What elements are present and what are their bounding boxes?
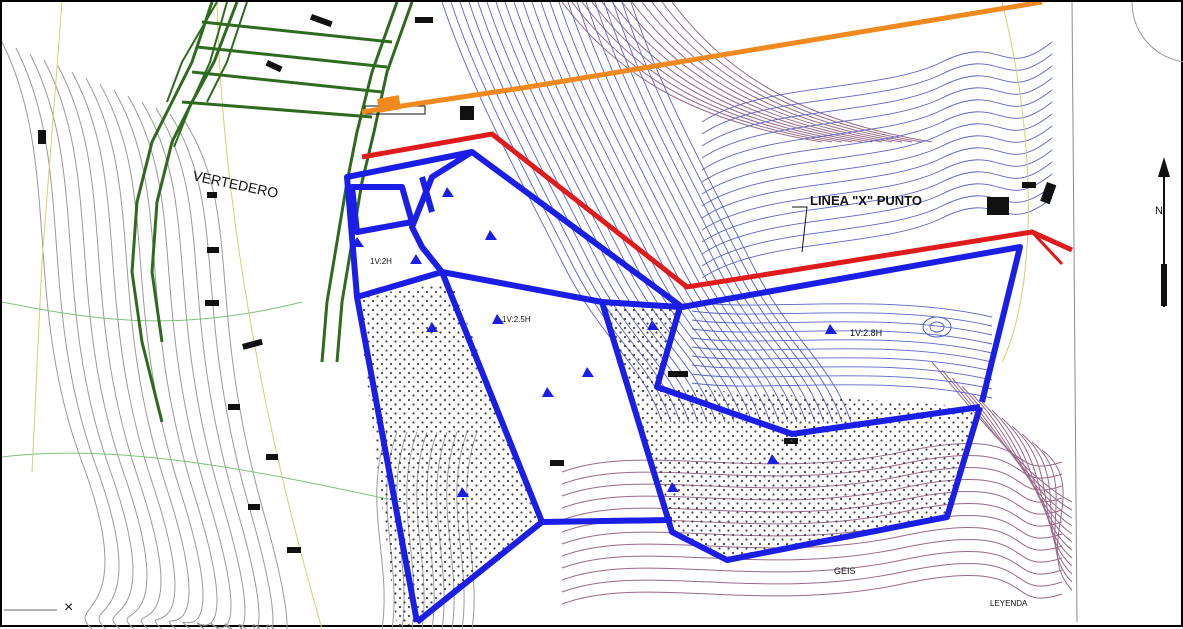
- contour-line: [99, 83, 204, 629]
- contour-line: [1001, 417, 1073, 559]
- contour-line: [1041, 449, 1073, 591]
- bottom-label: GEIS: [834, 566, 856, 576]
- contour-line: [612, 2, 834, 423]
- contour-line: [513, 2, 735, 423]
- legend-label: LEYENDA: [990, 599, 1028, 608]
- contour-line: [701, 113, 1053, 195]
- north-arrow-icon: [1158, 157, 1170, 307]
- contour-line: [561, 551, 1063, 581]
- contour-line: [611, 2, 873, 143]
- contour-line: [701, 149, 1053, 231]
- contour-line: [71, 71, 176, 629]
- contour-line: [701, 197, 1053, 279]
- contour-line: [701, 53, 1053, 135]
- slope-label-mid: 1V:2.5H: [502, 315, 531, 324]
- contour-line: [661, 2, 923, 143]
- contour-line: [701, 173, 1053, 255]
- contour-line: [1021, 433, 1073, 575]
- contour-line: [691, 364, 993, 381]
- contour-line: [155, 107, 260, 629]
- contour-line: [701, 185, 1053, 267]
- deposit-outline: [344, 149, 1023, 625]
- contour-line: [701, 77, 1053, 159]
- axis-cross-icon: ×: [64, 599, 73, 616]
- contour-line: [561, 575, 1063, 605]
- orange-line: [361, 2, 1043, 115]
- contour-line: [43, 59, 148, 629]
- contour-line: [567, 2, 789, 423]
- contour-line: [951, 377, 1073, 519]
- contour-line: [691, 301, 993, 318]
- contour-line: [691, 319, 993, 336]
- red-line: [361, 131, 1074, 290]
- contour-line: [558, 2, 780, 423]
- contour-line: [701, 137, 1053, 219]
- contour-line: [127, 95, 232, 629]
- contour-line: [691, 382, 993, 399]
- slope-label-small: 1V:2H: [370, 257, 392, 266]
- contour-line: [561, 539, 1063, 569]
- contour-line: [701, 161, 1053, 243]
- contour-line: [57, 65, 162, 629]
- corner-arc: [1131, 2, 1183, 63]
- slope-label-main: 1V:2.8H: [850, 328, 882, 338]
- contour-line: [691, 373, 993, 390]
- contour-line: [561, 527, 1063, 557]
- linea-leader: [792, 206, 808, 253]
- contour-line: [561, 563, 1063, 593]
- contour-line: [601, 2, 863, 143]
- vertedero-label: VERTEDERO: [191, 167, 279, 201]
- contour-line: [621, 2, 883, 143]
- contour-line: [691, 337, 993, 354]
- contour-line: [691, 355, 993, 372]
- flow-arrows: [352, 187, 837, 497]
- contour-line: [2, 41, 106, 629]
- contour-line: [576, 2, 798, 423]
- contour-line: [113, 89, 218, 629]
- contour-line: [691, 328, 993, 345]
- north-label: N: [1155, 205, 1163, 217]
- contour-line: [15, 47, 120, 629]
- orange-line-marker: [376, 95, 402, 113]
- terrain-contours-blue: [441, 2, 1053, 423]
- contour-line: [691, 346, 993, 363]
- contour-line: [630, 2, 852, 423]
- contour-line: [603, 2, 825, 423]
- contour-line: [621, 2, 843, 423]
- guide-lines: [2, 2, 1078, 629]
- road-edge-line: [166, 2, 218, 103]
- contour-line: [581, 2, 843, 143]
- linea-x-punto-label: LINEA "X" PUNTO: [810, 193, 922, 208]
- contour-line: [701, 65, 1053, 147]
- contour-line: [701, 89, 1053, 171]
- contour-line: [641, 2, 903, 143]
- contour-line: [183, 119, 288, 629]
- contour-line: [1011, 425, 1073, 567]
- contour-line: [594, 2, 816, 423]
- contour-line: [85, 77, 190, 629]
- contour-line: [691, 310, 993, 327]
- topo-knoll-inner: [929, 321, 945, 333]
- contour-line: [701, 125, 1053, 207]
- contour-line: [591, 2, 853, 143]
- contour-line: [651, 2, 913, 143]
- contour-line: [561, 2, 823, 143]
- contour-line: [701, 101, 1053, 183]
- contour-line: [991, 409, 1073, 551]
- deposit-fill-zones: [357, 282, 980, 629]
- contour-line: [671, 2, 933, 143]
- contour-line: [549, 2, 771, 423]
- red-line-branch: [1030, 230, 1064, 266]
- contour-line: [701, 41, 1053, 123]
- topo-knoll: [922, 316, 952, 338]
- contour-line: [29, 53, 134, 629]
- contour-line: [585, 2, 807, 423]
